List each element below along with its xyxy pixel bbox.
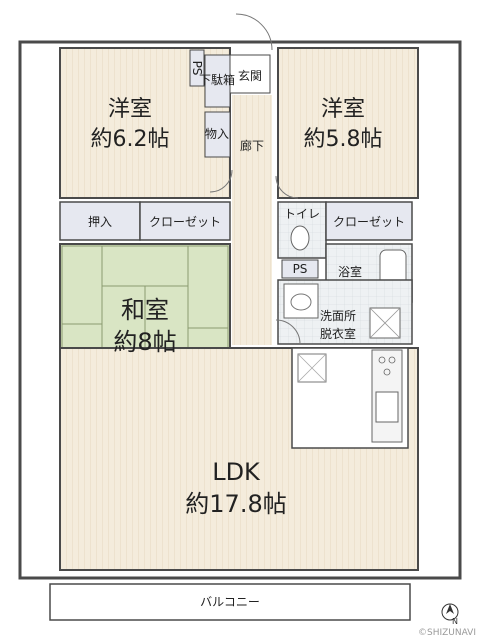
getabako-box <box>204 54 231 108</box>
ps-top-label: PS <box>190 61 204 76</box>
west-room-size: 約6.2帖 <box>91 127 170 152</box>
monoire-label: 物入 <box>205 127 229 141</box>
hallway <box>232 95 272 345</box>
genkan-area <box>229 54 271 94</box>
toilet-bowl <box>290 225 310 251</box>
east-room-size: 約5.8帖 <box>304 127 383 152</box>
closet-left-label: クローゼット <box>149 215 221 229</box>
oshiire-label: 押入 <box>88 215 112 229</box>
balcony-label: バルコニー <box>200 595 260 609</box>
wash-basin <box>283 283 319 319</box>
door-swing <box>275 319 301 345</box>
bath-label: 浴室 <box>338 264 362 279</box>
genkan-label: 玄関 <box>238 68 262 83</box>
tatami-room-size: 約8帖 <box>113 328 176 356</box>
closet-right-label: クローゼット <box>333 215 405 229</box>
ldk-name: LDK <box>212 458 261 486</box>
north-arrow-icon <box>441 603 459 621</box>
getabako-label: 下駄箱 <box>199 72 235 87</box>
door-swing <box>209 169 233 193</box>
west-room-name: 洋室 <box>108 97 152 122</box>
ldk-size: 約17.8帖 <box>185 490 286 518</box>
ps-top-shaft <box>189 49 205 87</box>
oshiire-box <box>59 201 141 241</box>
east-room-floor <box>277 47 419 199</box>
kitchen-sink <box>375 391 399 423</box>
wash-label-1: 洗面所 <box>320 309 356 323</box>
ps-mid-shaft <box>281 259 319 279</box>
tatami-room-name: 和室 <box>121 296 169 324</box>
door-swing <box>235 13 273 51</box>
toilet-label: トイレ <box>284 207 320 221</box>
closet-right-box <box>325 201 413 241</box>
watermark: ©SHIZUNAVI <box>417 628 476 638</box>
wash-label-2: 脱衣室 <box>320 326 356 341</box>
balcony <box>49 583 411 621</box>
rouka-label: 廊下 <box>240 138 264 153</box>
north-label: N <box>452 617 458 626</box>
ps-mid-label: PS <box>293 262 308 276</box>
closet-left-box <box>139 201 231 241</box>
monoire-box <box>204 111 231 158</box>
door-swing <box>275 175 299 199</box>
east-room-name: 洋室 <box>321 97 365 122</box>
